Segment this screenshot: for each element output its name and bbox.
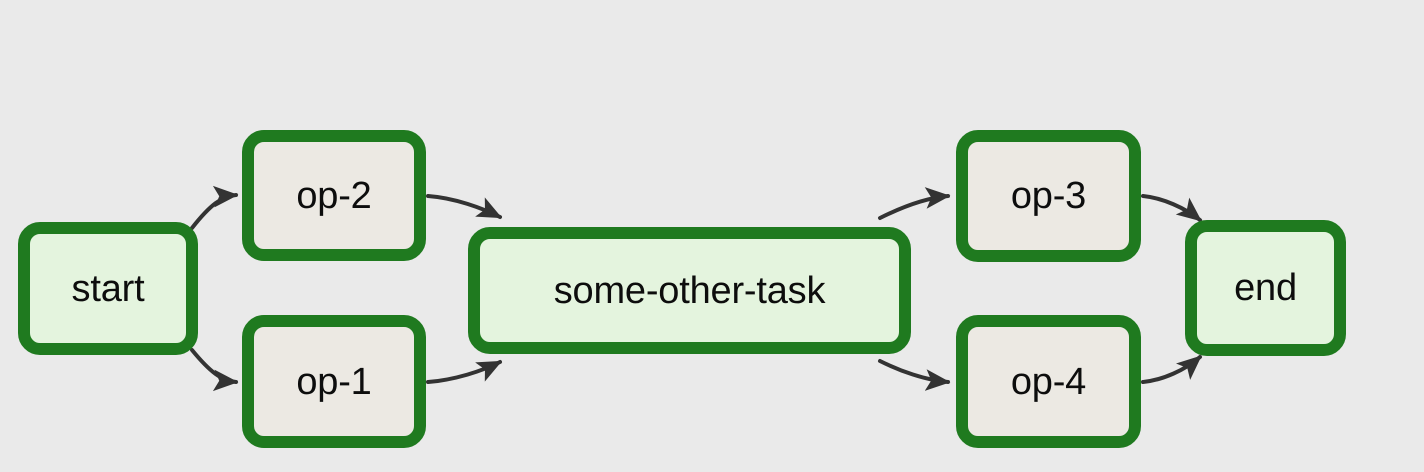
node-op-3[interactable]: op-3 <box>956 130 1141 262</box>
node-op-4[interactable]: op-4 <box>956 315 1141 448</box>
node-some-other-task[interactable]: some-other-task <box>468 227 911 354</box>
edge <box>878 359 951 391</box>
node-label: some-other-task <box>553 269 826 312</box>
edge <box>426 360 503 384</box>
node-end[interactable]: end <box>1185 220 1346 356</box>
node-label: op-4 <box>1010 360 1087 403</box>
edge <box>878 187 951 220</box>
edge <box>426 194 503 219</box>
edge <box>190 348 239 392</box>
node-label: op-1 <box>296 360 372 403</box>
node-op-1[interactable]: op-1 <box>242 315 426 448</box>
edge <box>1141 355 1202 384</box>
node-label: op-3 <box>1010 175 1087 217</box>
node-op-2[interactable]: op-2 <box>242 130 426 261</box>
node-label: op-2 <box>296 174 372 217</box>
node-label: start <box>71 267 145 310</box>
node-start[interactable]: start <box>18 222 198 355</box>
node-label: end <box>1234 267 1297 309</box>
edge <box>190 185 239 230</box>
edge <box>1141 194 1202 222</box>
